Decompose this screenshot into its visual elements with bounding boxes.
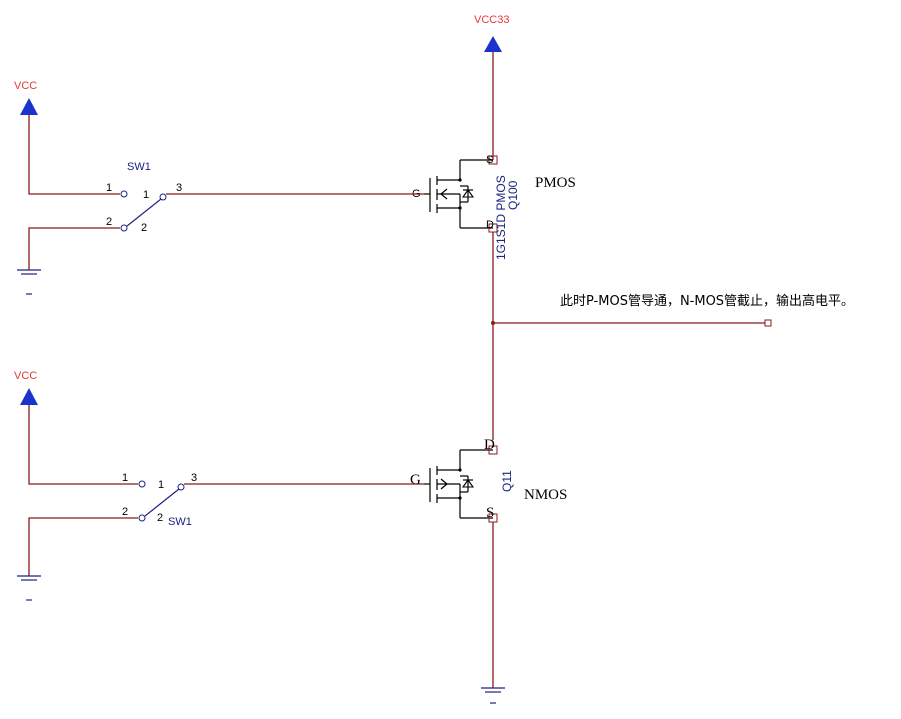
ground-bottom-wire (28, 517, 138, 576)
switch-bottom-pin2b: 2 (157, 512, 163, 524)
switch-top-pin2b: 2 (141, 222, 147, 234)
nmos-transistor: D S G Q11 NMOS (410, 437, 567, 523)
nmos-drain-pin: D (484, 437, 495, 453)
ground-top-wire (28, 227, 120, 270)
nmos-type-label: NMOS (524, 487, 567, 503)
pmos-source-pin: S (486, 154, 493, 166)
nmos-source-pin: S (486, 505, 494, 521)
output-note: 此时P-MOS管导通，N-MOS管截止，输出高电平。 (560, 293, 854, 309)
pmos-value-label: 1G1S1D PMOS (494, 175, 508, 260)
switch-top-pin1: 1 (106, 182, 112, 194)
vcc33-arrow-icon (484, 36, 502, 52)
vcc-bottom-label: VCC (14, 370, 37, 382)
vcc33-power-symbol: VCC33 (474, 14, 509, 52)
ground-symbol-nmos (481, 687, 505, 704)
vcc33-label: VCC33 (474, 14, 509, 26)
vcc-bottom-power-symbol: VCC (14, 370, 38, 405)
switch-bottom: SW1 1 2 2 1 3 (122, 472, 226, 528)
pmos-drain-pin: D (486, 219, 494, 231)
pmos-ref-label: Q100 (506, 180, 520, 210)
switch-bottom-center-pin: 1 (158, 479, 164, 491)
pmos-type-label: PMOS (535, 175, 576, 191)
output-port (764, 319, 772, 327)
switch-top-ref: SW1 (127, 161, 151, 173)
switch-top: SW1 1 2 2 1 3 (106, 161, 208, 234)
vcc-top-power-symbol: VCC (14, 80, 38, 115)
vcc-top-label: VCC (14, 80, 37, 92)
switch-top-pin3: 3 (176, 182, 182, 194)
pmos-transistor: S D G 1G1S1D PMOS Q100 PMOS (412, 154, 576, 260)
nmos-ref-label: Q11 (500, 470, 514, 492)
vcc-top-wire (28, 115, 120, 195)
switch-top-center-pin: 1 (143, 189, 149, 201)
switch-bottom-ref: SW1 (168, 516, 192, 528)
switch-top-pin2: 2 (106, 216, 112, 228)
vcc-bottom-wire (28, 405, 138, 485)
vcc-bottom-arrow-icon (20, 388, 38, 405)
nmos-gate-pin: G (410, 472, 421, 488)
switch-bottom-pin2: 2 (122, 506, 128, 518)
switch-bottom-pin3: 3 (191, 472, 197, 484)
ground-symbol-bottom (17, 575, 41, 601)
ground-symbol-top (17, 269, 41, 295)
switch-bottom-pin1: 1 (122, 472, 128, 484)
vcc-top-arrow-icon (20, 98, 38, 115)
